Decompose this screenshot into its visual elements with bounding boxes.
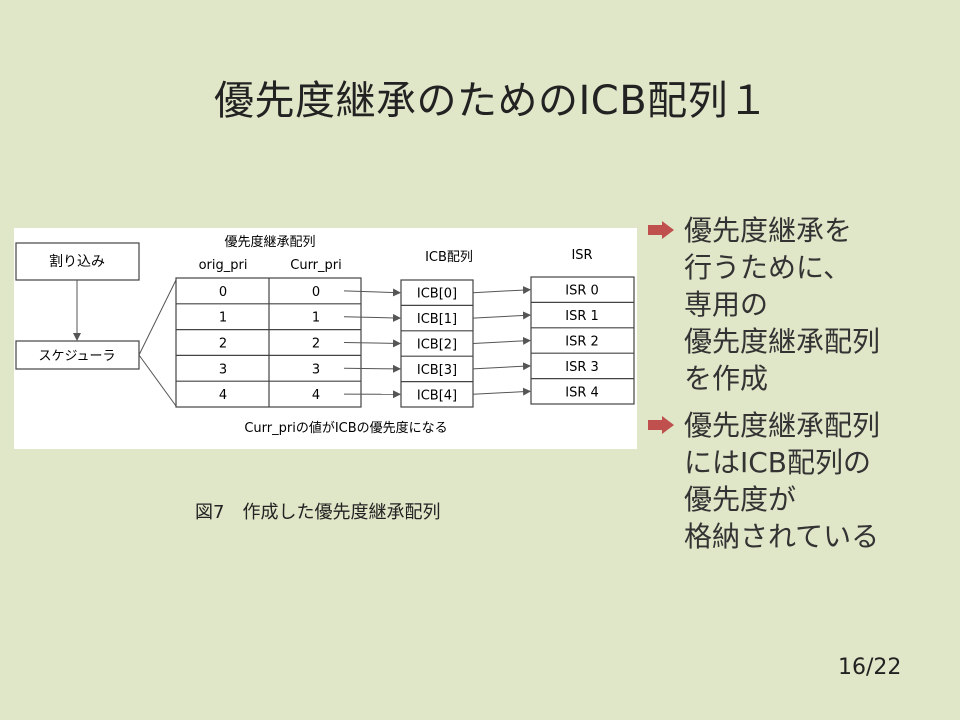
bullet-line: 優先度継承を	[684, 214, 853, 247]
icb-item: ICB[2]	[417, 338, 457, 353]
bullet-item: 優先度継承配列 にはICB配列の 優先度が 格納されている	[648, 407, 953, 555]
fan-line-top	[138, 279, 177, 356]
page-number: 16/22	[838, 655, 902, 680]
icb-to-isr-arrow	[472, 336, 531, 345]
bullet-item: 優先度継承を 行うために、 専用の 優先度継承配列 を作成	[648, 212, 953, 397]
bullet-line: を作成	[684, 362, 769, 395]
orig-pri-value: 4	[219, 388, 227, 403]
icb-item: ICB[0]	[417, 287, 457, 302]
scheduler-box	[15, 340, 140, 370]
bullet-line: 優先度継承配列	[684, 325, 881, 358]
icb-to-isr-arrow	[472, 387, 531, 396]
curr-pri-header: Curr_pri	[290, 258, 342, 273]
curr-pri-value: 0	[312, 285, 320, 300]
icb-to-isr-arrow	[472, 362, 531, 371]
orig-pri-value: 1	[219, 311, 227, 326]
curr-pri-value: 3	[312, 362, 320, 377]
isr-item: ISR 3	[565, 360, 599, 375]
isr-item: ISR 1	[565, 309, 599, 324]
curr-pri-value: 2	[312, 337, 320, 352]
bullet-line: 優先度継承配列	[684, 409, 881, 442]
isr-item: ISR 0	[565, 284, 599, 299]
curr-to-icb-arrow	[343, 288, 401, 297]
orig-pri-value: 2	[219, 337, 227, 352]
orig-pri-value: 0	[219, 285, 227, 300]
bullet-list: 優先度継承を 行うために、 専用の 優先度継承配列 を作成 優先度継承配列 には…	[648, 212, 953, 565]
isr-item: ISR 4	[565, 385, 599, 400]
curr-to-icb-arrow	[343, 339, 401, 348]
icb-array	[400, 279, 474, 408]
icb-item: ICB[3]	[417, 363, 457, 378]
curr-to-icb-arrow	[343, 364, 401, 373]
bullet-line: 行うために、	[684, 251, 852, 284]
isr-item: ISR 2	[565, 335, 599, 350]
curr-pri-value: 4	[312, 388, 320, 403]
priority-inheritance-diagram: 割り込み スケジューラ 優先度継承配列 orig_pri Curr_pri IC…	[14, 228, 637, 449]
scheduler-label: スケジューラ	[38, 349, 115, 364]
inheritance-table-title: 優先度継承配列	[224, 234, 315, 250]
icb-array-header: ICB配列	[425, 250, 473, 265]
icb-to-isr-arrow	[472, 311, 531, 320]
icb-to-isr-arrow	[472, 286, 531, 295]
icb-item: ICB[4]	[417, 388, 457, 403]
orig-pri-value: 3	[219, 362, 227, 377]
bullet-line: 専用の	[684, 288, 769, 321]
diagram-canvas: 割り込み スケジューラ 優先度継承配列 orig_pri Curr_pri IC…	[15, 234, 635, 436]
fan-line-bottom	[138, 354, 177, 407]
orig-pri-header: orig_pri	[199, 258, 248, 273]
bullet-line: 格納されている	[684, 520, 880, 553]
bullet-line: 優先度が	[684, 483, 797, 516]
curr-to-icb-arrow	[343, 313, 401, 322]
interrupt-label: 割り込み	[49, 253, 105, 270]
interrupt-box	[15, 242, 140, 281]
isr-array	[530, 276, 635, 405]
bullet-arrow-icon	[648, 221, 674, 239]
figure-caption: 図7 作成した優先度継承配列	[195, 502, 441, 523]
slide-title: 優先度継承のためのICB配列１	[214, 78, 769, 124]
bullet-line: にはICB配列の	[684, 446, 872, 479]
diagram-note: Curr_priの値がICBの優先度になる	[244, 420, 447, 436]
curr-pri-value: 1	[312, 311, 320, 326]
bullet-arrow-icon	[648, 416, 674, 434]
icb-item: ICB[1]	[417, 312, 457, 327]
isr-header: ISR	[571, 248, 592, 263]
